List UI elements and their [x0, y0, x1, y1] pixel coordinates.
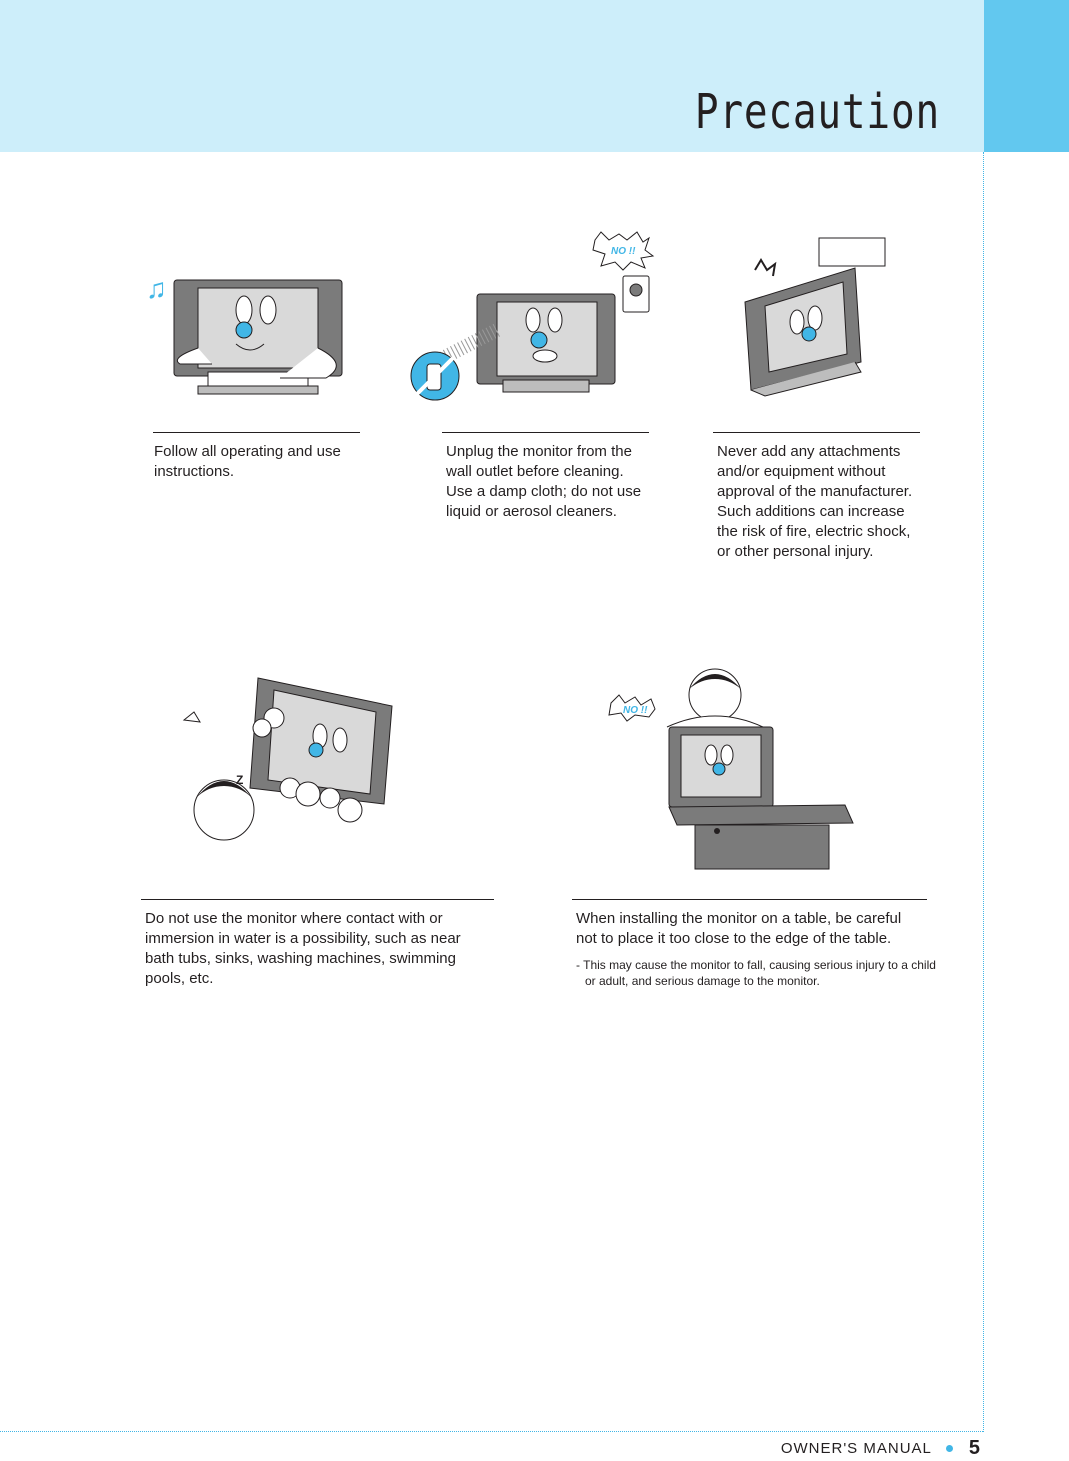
caption-rule: [713, 432, 920, 433]
table-top: [668, 804, 854, 826]
sleeping-person-face: [193, 779, 255, 841]
caption-note: - This may cause the monitor to fall, ca…: [576, 958, 936, 988]
monitor-illustration: NO !!: [608, 668, 854, 870]
right-margin-rule: [983, 152, 984, 1432]
music-note-icon: ♫: [146, 273, 167, 304]
caption: Do not use the monitor where contact wit…: [145, 910, 461, 987]
monitor-illustration: Z: [182, 677, 393, 841]
monitor-illustration: ♫: [146, 273, 343, 395]
caption: Follow all operating and use instruction…: [154, 443, 341, 480]
shower-head-icon: [182, 711, 201, 723]
caption: Never add any attachments and/or equipme…: [717, 443, 913, 560]
page-title: Precaution: [694, 84, 940, 140]
page-footer: OWNER'S MANUAL 5: [781, 1437, 980, 1460]
bullet-dot-icon: [945, 1445, 953, 1452]
caption-rule: [153, 432, 360, 433]
manual-label: OWNER'S MANUAL: [780, 1440, 932, 1457]
caption-rule: [442, 432, 649, 433]
header-band: [0, 0, 984, 152]
footer-rule: [0, 1431, 983, 1432]
no-badge: NO !!: [611, 246, 636, 257]
caption-rule: [141, 899, 494, 900]
svg-text:Z: Z: [236, 773, 243, 787]
attachment-device: [818, 237, 886, 267]
caption: When installing the monitor on a table, …: [576, 910, 902, 947]
no-badge: NO !!: [623, 705, 648, 716]
monitor-illustration: [744, 237, 886, 397]
caption-rule: [572, 899, 927, 900]
monitor-illustration: NO !!: [410, 231, 655, 401]
page-number: 5: [968, 1437, 980, 1459]
caption: Unplug the monitor from the wall outlet …: [446, 443, 642, 520]
header-tab: [984, 0, 1069, 152]
